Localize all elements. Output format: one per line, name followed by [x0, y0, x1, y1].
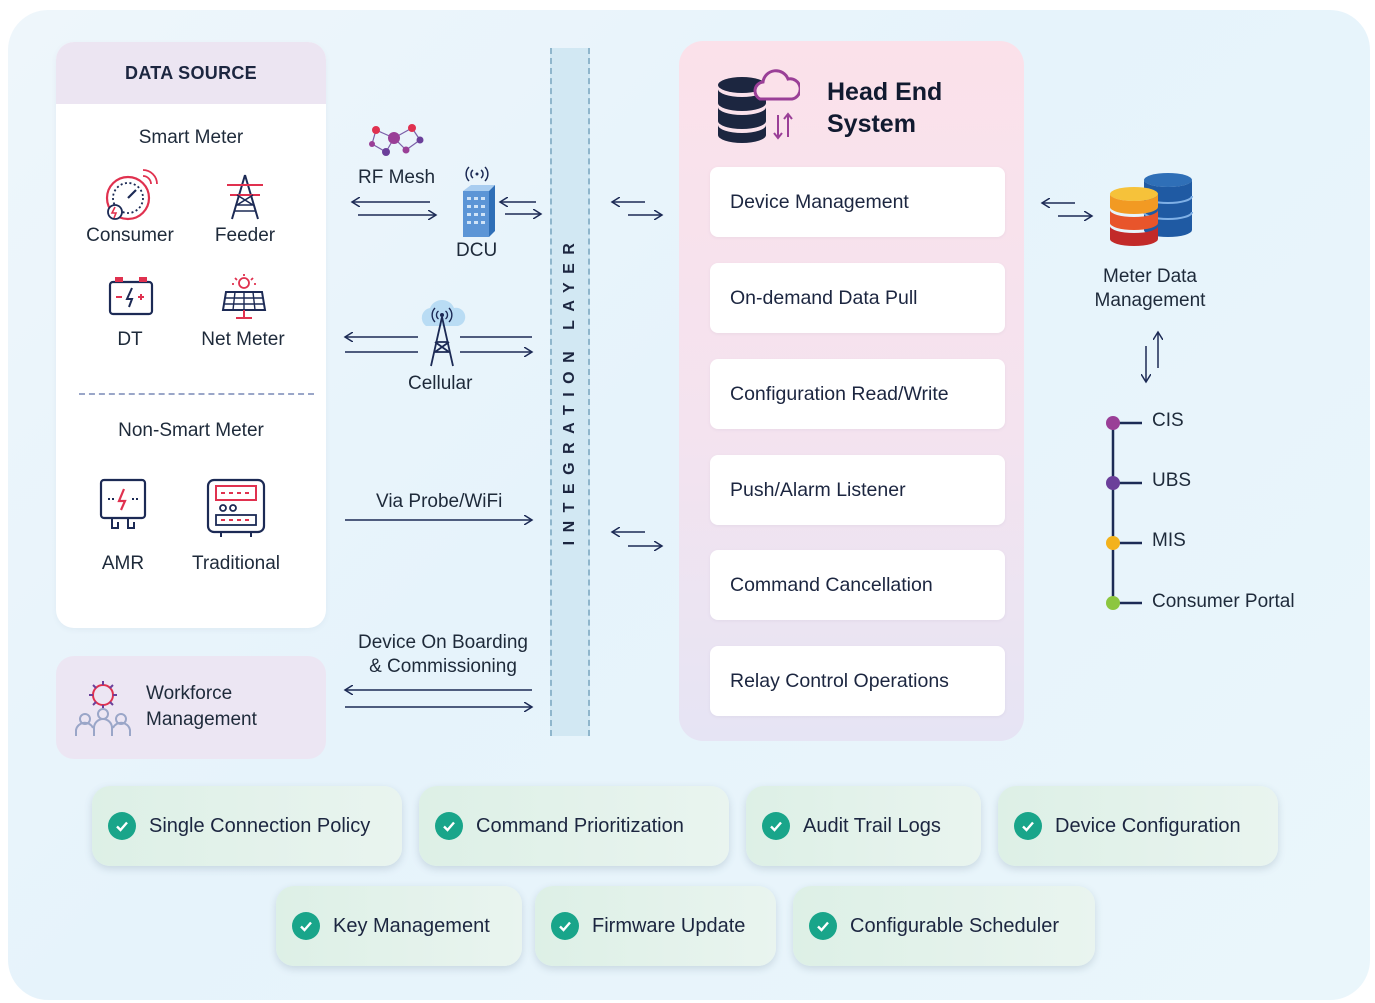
integration-layer-label: INTEGRATION LAYER — [561, 234, 578, 546]
dt-label: DT — [117, 329, 143, 350]
feature-label: Audit Trail Logs — [803, 814, 941, 837]
cellular-tower-icon — [421, 300, 466, 367]
check-circle-icon — [108, 812, 136, 840]
hes-command-cancellation: Command Cancellation — [710, 550, 1005, 620]
mis-dot — [1106, 536, 1120, 550]
consumer-portal-dot — [1106, 596, 1120, 610]
onboarding-label-line1: Device On Boarding — [357, 632, 529, 653]
consumer-meter-icon — [105, 169, 158, 221]
feature-device-configuration: Device Configuration — [998, 786, 1278, 866]
amr-meter-icon — [99, 478, 147, 529]
check-circle-icon — [435, 812, 463, 840]
check-circle-icon — [1014, 812, 1042, 840]
database-cloud-icon — [718, 69, 800, 143]
feature-label: Single Connection Policy — [149, 814, 371, 837]
feature-command-prioritization: Command Prioritization — [419, 786, 729, 866]
meter-data-database-icon — [1110, 173, 1193, 246]
head-end-system-title: Head End System — [827, 76, 942, 140]
data-source-title: DATA SOURCE — [56, 42, 326, 104]
check-circle-icon — [762, 812, 790, 840]
feature-configurable-scheduler: Configurable Scheduler — [793, 886, 1095, 966]
traditional-meter-icon — [206, 478, 266, 537]
check-circle-icon — [551, 912, 579, 940]
feature-firmware-update: Firmware Update — [535, 886, 776, 966]
rf-mesh-network-icon — [369, 124, 424, 156]
check-circle-icon — [809, 912, 837, 940]
feeder-label: Feeder — [214, 225, 276, 246]
head-end-title-line1: Head End — [827, 78, 943, 106]
mdm-label-line1: Meter Data — [1103, 266, 1197, 287]
dcu-label: DCU — [456, 240, 498, 261]
system-ubs: UBS — [1152, 470, 1192, 491]
feature-key-management: Key Management — [276, 886, 522, 966]
hes-push-alarm-listener: Push/Alarm Listener — [710, 455, 1005, 525]
onboarding-label-line2: & Commissioning — [369, 656, 517, 677]
meter-type-divider — [79, 393, 314, 395]
feature-label: Device Configuration — [1055, 814, 1241, 837]
system-mis: MIS — [1152, 530, 1186, 551]
hes-configuration-read-write: Configuration Read/Write — [710, 359, 1005, 429]
feature-label: Firmware Update — [592, 914, 746, 937]
traditional-label: Traditional — [191, 553, 280, 574]
hes-relay-control-operations: Relay Control Operations — [710, 646, 1005, 716]
feature-label: Configurable Scheduler — [850, 914, 1060, 937]
cis-dot — [1106, 416, 1120, 430]
smart-meter-heading: Smart Meter — [138, 127, 244, 148]
hes-device-management: Device Management — [710, 167, 1005, 237]
mdm-label-line2: Management — [1094, 290, 1206, 311]
data-source-panel: DATA SOURCE — [56, 42, 326, 628]
feature-single-connection-policy: Single Connection Policy — [92, 786, 402, 866]
cellular-label: Cellular — [408, 373, 473, 394]
workforce-label-line2: Management — [146, 709, 257, 730]
workforce-label: Workforce Management — [146, 681, 257, 733]
integration-layer-bar — [550, 48, 590, 736]
dcu-device-icon — [463, 166, 495, 237]
onboarding-label: Device On Boarding & Commissioning — [340, 631, 546, 679]
hes-on-demand-data-pull: On-demand Data Pull — [710, 263, 1005, 333]
feature-audit-trail-logs: Audit Trail Logs — [746, 786, 981, 866]
head-end-title-line2: System — [827, 110, 916, 138]
workforce-label-line1: Workforce — [146, 683, 233, 704]
feature-label: Key Management — [333, 914, 490, 937]
transmission-tower-icon — [227, 174, 263, 220]
amr-label: AMR — [101, 553, 145, 574]
system-consumer-portal: Consumer Portal — [1152, 591, 1295, 612]
check-circle-icon — [292, 912, 320, 940]
ubs-dot — [1106, 476, 1120, 490]
workforce-team-icon — [75, 681, 131, 736]
non-smart-meter-heading: Non-Smart Meter — [118, 420, 264, 441]
workforce-panel — [56, 656, 326, 759]
consumer-label: Consumer — [86, 225, 174, 246]
solar-panel-icon — [221, 274, 267, 319]
system-cis: CIS — [1152, 410, 1184, 431]
net-meter-label: Net Meter — [201, 329, 285, 350]
probe-wifi-label: Via Probe/WiFi — [376, 491, 503, 512]
meter-data-management-label: Meter Data Management — [1075, 265, 1225, 313]
feature-label: Command Prioritization — [476, 814, 684, 837]
rf-mesh-label: RF Mesh — [358, 167, 436, 188]
transformer-icon — [108, 277, 154, 316]
